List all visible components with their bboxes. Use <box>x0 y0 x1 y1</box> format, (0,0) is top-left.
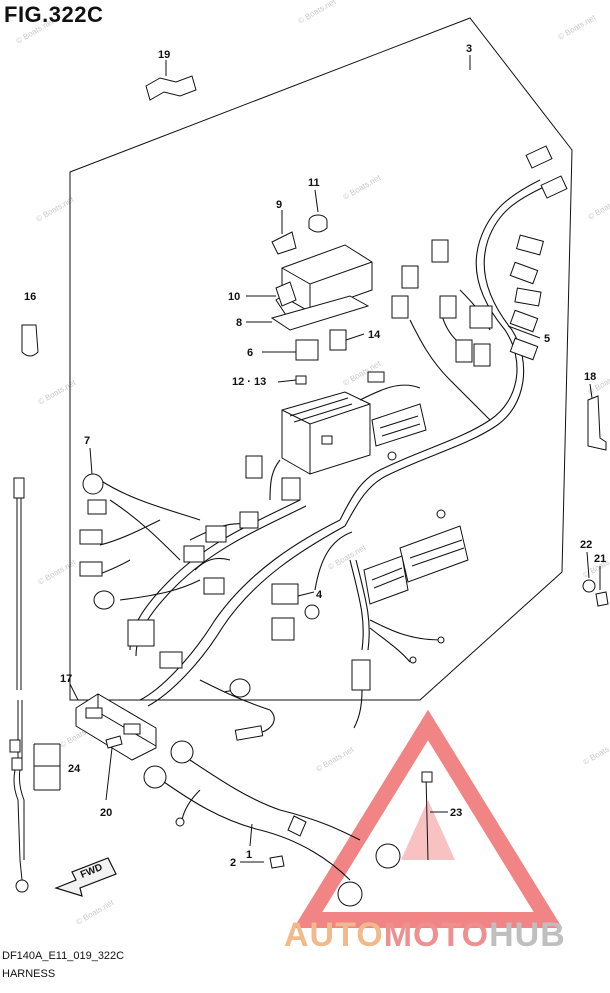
watermark: © Boats.net <box>75 898 116 927</box>
relay-part <box>296 340 318 360</box>
callout-18: 19 <box>158 49 170 61</box>
callout-7: 7 <box>84 435 90 447</box>
tie-strap-head <box>422 772 432 782</box>
relay-part <box>330 330 346 350</box>
watermark: © Boats.net <box>37 378 78 407</box>
nut-part <box>596 592 608 606</box>
watermark: © Boats.net <box>315 745 356 774</box>
multi-pin-connector <box>372 404 426 446</box>
brand-moto: MOTO <box>384 916 489 954</box>
fuse-box-cover <box>272 245 372 330</box>
callout-1: 1 <box>246 849 252 861</box>
callout-2: 2 <box>230 857 236 869</box>
callout-14: 14 <box>368 329 381 341</box>
watermark: © Boats.net <box>587 193 610 222</box>
callout-21: 22 <box>580 539 592 551</box>
callout-9: 9 <box>276 199 282 211</box>
callout-20: 21 <box>594 553 606 565</box>
brand-auto: AUTO <box>284 916 384 954</box>
callout-19: 20 <box>100 807 112 819</box>
figure-caption: HARNESS <box>2 968 55 980</box>
clamp-part <box>146 76 196 100</box>
watermark: © Boats.net <box>297 0 338 26</box>
washer-part <box>583 580 595 592</box>
brand-wordmark: AUTOMOTOHUB <box>284 916 566 954</box>
callout-15: 16 <box>24 291 36 303</box>
callout-3: 3 <box>466 43 472 55</box>
mount-bracket <box>76 694 156 760</box>
callout-11: 11 <box>308 177 320 189</box>
callout-10: 10 <box>228 291 240 303</box>
callout-12-13: 12 · 13 <box>232 376 266 388</box>
watermark: © Boats.net <box>37 558 78 587</box>
callout-4: 4 <box>316 589 323 601</box>
long-cable <box>10 478 28 892</box>
callout-22: 23 <box>450 807 462 819</box>
watermark: © Boats.net <box>327 543 368 572</box>
watermark: © Boats.net <box>342 173 383 202</box>
watermark: © Boats.net <box>582 738 610 767</box>
model-code: DF140A_E11_019_322C <box>2 950 124 962</box>
junction-block <box>282 392 370 474</box>
fwd-arrow: FWD <box>56 858 116 896</box>
fuse-part <box>296 376 306 384</box>
callout-6: 6 <box>247 347 253 359</box>
cap-part <box>309 215 327 232</box>
callout-16: 17 <box>60 673 72 685</box>
bracket-part <box>588 396 606 450</box>
watermark: © Boats.net <box>557 13 598 42</box>
callout-17: 18 <box>584 371 596 383</box>
callout-8: 8 <box>236 317 242 329</box>
figure-title: FIG.322C <box>4 2 103 28</box>
clip-part <box>272 232 296 254</box>
plug-part <box>22 325 38 356</box>
callout-5: 5 <box>544 333 550 345</box>
brand-hub: HUB <box>489 916 566 954</box>
ecm-connectors <box>364 526 468 604</box>
svg-text:AUTOMOTOHUB: AUTOMOTOHUB <box>284 916 566 954</box>
callout-23: 24 <box>68 763 81 775</box>
